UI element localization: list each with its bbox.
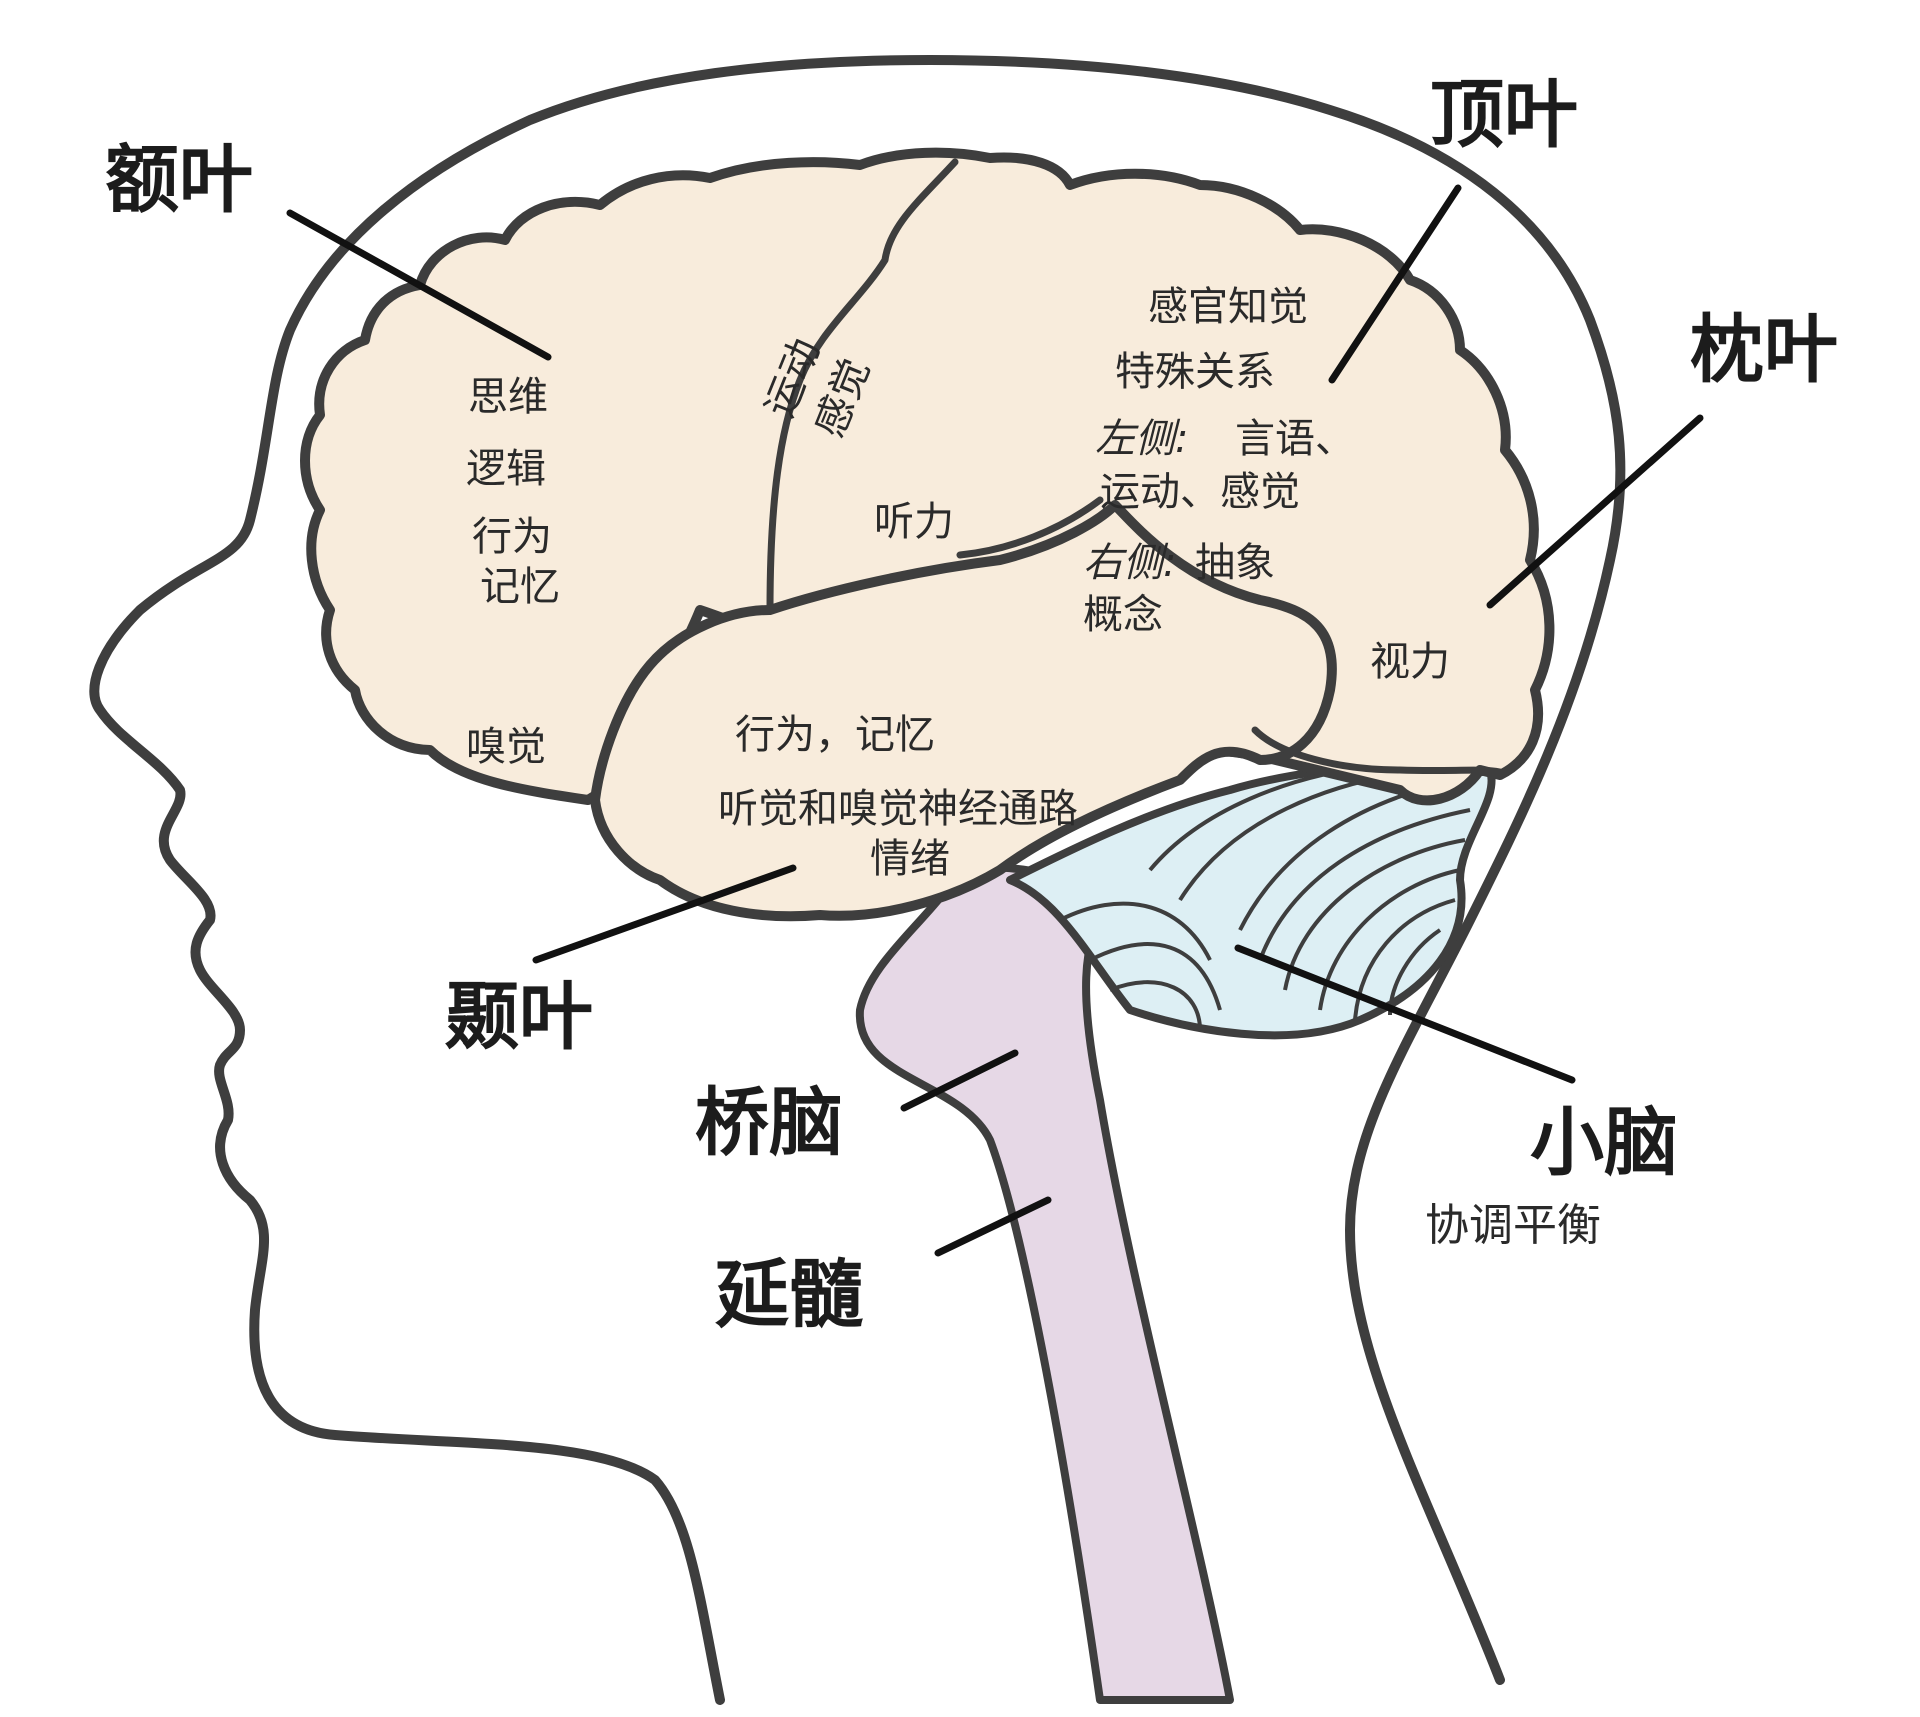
lateral-fissure-branch <box>956 496 1104 559</box>
frontal-function-3: 行为 <box>472 514 552 560</box>
parietal-function-1: 感官知觉 <box>1148 284 1308 330</box>
hearing-label: 听力 <box>874 499 954 545</box>
pons-leader-line <box>900 1049 1019 1112</box>
medulla-label: 延髓 <box>715 1252 863 1338</box>
occipital-leader-line <box>1486 414 1704 609</box>
frontal-function-5: 嗅觉 <box>466 724 546 770</box>
parietal-leader-line <box>1328 184 1462 384</box>
occipital-lobe-label: 枕叶 <box>1690 307 1838 393</box>
pons-label: 桥脑 <box>695 1080 843 1166</box>
medulla-leader-line <box>934 1196 1052 1257</box>
temporal-function-3: 情绪 <box>870 836 950 882</box>
parietal-right-prefix: 右侧: <box>1083 540 1176 586</box>
frontal-function-1: 思维 <box>468 374 548 420</box>
parietal-right-line-2: 概念 <box>1083 592 1163 638</box>
temporal-lobe-label: 颞叶 <box>445 974 593 1060</box>
central-sulcus <box>766 158 959 614</box>
occipital-fold <box>1251 726 1504 776</box>
parietal-left-line-1: 言语、 <box>1235 416 1355 462</box>
parietal-left-line-2: 运动、感觉 <box>1100 469 1300 515</box>
frontal-leader-line <box>286 209 552 361</box>
occipital-function: 视力 <box>1370 639 1450 685</box>
cerebellum-function: 协调平衡 <box>1425 1200 1601 1251</box>
frontal-function-4: 记忆 <box>480 564 560 610</box>
cerebellum-label: 小脑 <box>1530 1100 1678 1186</box>
head-outline <box>89 55 1626 1705</box>
frontal-function-2: 逻辑 <box>466 446 546 492</box>
parietal-function-2: 特殊关系 <box>1115 349 1275 395</box>
parietal-lobe-label: 顶叶 <box>1430 72 1578 158</box>
parietal-right-line-1: 抽象 <box>1195 540 1275 586</box>
cerebellum-leader-line <box>1234 944 1576 1084</box>
temporal-function-1: 行为，记忆 <box>735 712 935 758</box>
temporal-leader-line <box>532 864 797 964</box>
temporal-function-2: 听觉和嗅觉神经通路 <box>718 786 1078 832</box>
parietal-left-prefix: 左侧: <box>1095 416 1188 462</box>
frontal-lobe-label: 额叶 <box>105 137 253 223</box>
